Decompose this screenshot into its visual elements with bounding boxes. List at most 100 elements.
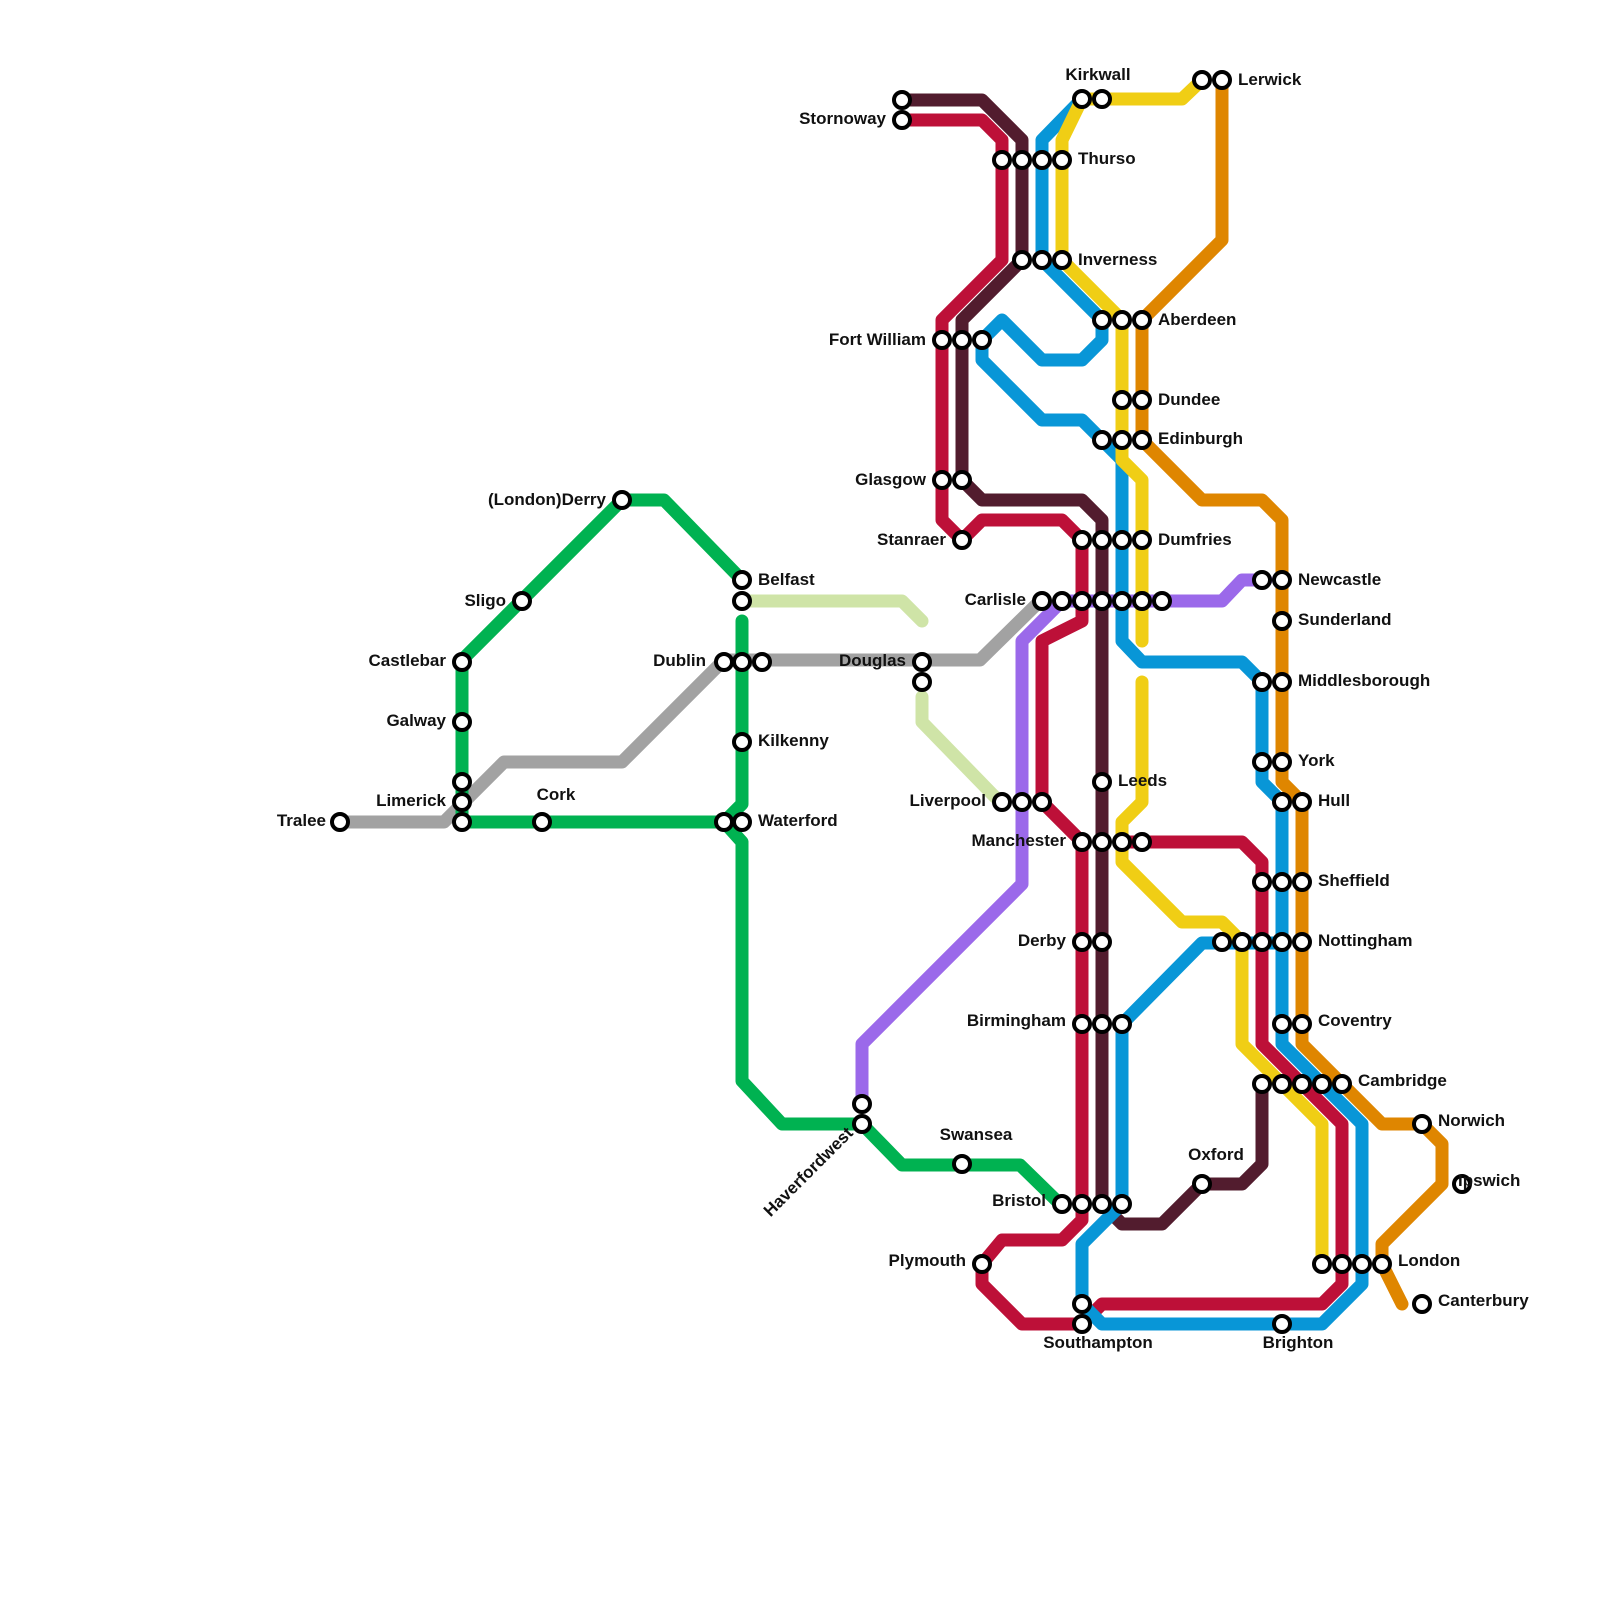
station-marker[interactable] [330, 812, 350, 832]
station-marker[interactable] [1092, 530, 1112, 550]
station-marker[interactable] [1052, 591, 1072, 611]
station-marker[interactable] [1292, 1074, 1312, 1094]
station-label-middlesborough[interactable]: Middlesborough [1298, 671, 1430, 690]
station-label-ipswich[interactable]: Ipswich [1458, 1171, 1520, 1190]
station-label-swansea[interactable]: Swansea [940, 1125, 1013, 1144]
station-label-york[interactable]: York [1298, 751, 1335, 770]
station-marker[interactable] [1272, 1014, 1292, 1034]
station-marker[interactable] [1012, 792, 1032, 812]
station-marker[interactable] [452, 812, 472, 832]
station-marker[interactable] [1132, 430, 1152, 450]
station-marker[interactable] [952, 530, 972, 550]
station-marker[interactable] [1312, 1254, 1332, 1274]
station-marker[interactable] [1112, 430, 1132, 450]
station-label-stornoway[interactable]: Stornoway [799, 109, 886, 128]
station-label-cambridge[interactable]: Cambridge [1358, 1071, 1447, 1090]
station-marker[interactable] [1272, 570, 1292, 590]
station-marker[interactable] [1092, 1014, 1112, 1034]
station-label-sligo[interactable]: Sligo [464, 591, 506, 610]
station-marker[interactable] [1112, 530, 1132, 550]
station-marker[interactable] [1412, 1114, 1432, 1134]
station-label-stranraer[interactable]: Stanraer [877, 530, 946, 549]
station-marker[interactable] [1052, 250, 1072, 270]
station-marker[interactable] [1292, 932, 1312, 952]
station-marker[interactable] [1072, 1294, 1092, 1314]
station-marker[interactable] [1032, 150, 1052, 170]
station-marker[interactable] [732, 812, 752, 832]
station-marker[interactable] [952, 470, 972, 490]
station-marker[interactable] [1212, 932, 1232, 952]
station-marker[interactable] [1052, 1194, 1072, 1214]
station-marker[interactable] [1012, 250, 1032, 270]
station-marker[interactable] [1072, 1314, 1092, 1334]
station-label-coventry[interactable]: Coventry [1318, 1011, 1392, 1030]
station-marker[interactable] [752, 652, 772, 672]
station-marker[interactable] [892, 110, 912, 130]
station-marker[interactable] [1112, 390, 1132, 410]
station-label-derry[interactable]: (London)Derry [488, 490, 607, 509]
station-marker[interactable] [1312, 1074, 1332, 1094]
station-label-cork[interactable]: Cork [537, 785, 576, 804]
station-marker[interactable] [1072, 591, 1092, 611]
station-marker[interactable] [1032, 250, 1052, 270]
station-label-inverness[interactable]: Inverness [1078, 250, 1157, 269]
station-marker[interactable] [1092, 832, 1112, 852]
station-label-oxford[interactable]: Oxford [1188, 1145, 1244, 1164]
station-marker[interactable] [1372, 1254, 1392, 1274]
station-label-edinburgh[interactable]: Edinburgh [1158, 429, 1243, 448]
station-marker[interactable] [732, 570, 752, 590]
station-marker[interactable] [1012, 150, 1032, 170]
station-marker[interactable] [732, 591, 752, 611]
station-marker[interactable] [512, 591, 532, 611]
station-label-dundee[interactable]: Dundee [1158, 390, 1220, 409]
station-label-galway[interactable]: Galway [386, 711, 446, 730]
station-marker[interactable] [1072, 89, 1092, 109]
station-marker[interactable] [732, 652, 752, 672]
station-marker[interactable] [1352, 1254, 1372, 1274]
station-label-haverfordwest[interactable]: Haverfordwest [760, 1123, 857, 1220]
station-label-carlisle[interactable]: Carlisle [965, 590, 1026, 609]
station-label-london[interactable]: London [1398, 1251, 1460, 1270]
station-marker[interactable] [732, 732, 752, 752]
station-marker[interactable] [1092, 310, 1112, 330]
station-marker[interactable] [1072, 932, 1092, 952]
station-marker[interactable] [992, 792, 1012, 812]
station-marker[interactable] [452, 792, 472, 812]
station-label-castlebar[interactable]: Castlebar [369, 651, 447, 670]
station-marker[interactable] [714, 812, 734, 832]
station-marker[interactable] [912, 652, 932, 672]
station-label-thurso[interactable]: Thurso [1078, 149, 1136, 168]
station-marker[interactable] [1132, 591, 1152, 611]
station-label-dumfries[interactable]: Dumfries [1158, 530, 1232, 549]
station-label-norwich[interactable]: Norwich [1438, 1111, 1505, 1130]
station-label-sunderland[interactable]: Sunderland [1298, 610, 1392, 629]
station-marker[interactable] [1452, 1174, 1472, 1194]
station-marker[interactable] [1212, 70, 1232, 90]
station-label-derby[interactable]: Derby [1018, 931, 1067, 950]
station-marker[interactable] [1292, 792, 1312, 812]
station-marker[interactable] [1072, 1194, 1092, 1214]
station-marker[interactable] [892, 90, 912, 110]
station-marker[interactable] [912, 672, 932, 692]
station-marker[interactable] [1252, 932, 1272, 952]
station-marker[interactable] [1272, 1314, 1292, 1334]
station-marker[interactable] [1272, 1074, 1292, 1094]
station-marker[interactable] [452, 652, 472, 672]
station-marker[interactable] [852, 1094, 872, 1114]
station-label-bristol[interactable]: Bristol [992, 1191, 1046, 1210]
station-marker[interactable] [1272, 672, 1292, 692]
station-marker[interactable] [932, 470, 952, 490]
station-marker[interactable] [952, 1154, 972, 1174]
station-marker[interactable] [1112, 310, 1132, 330]
station-marker[interactable] [532, 812, 552, 832]
station-label-aberdeen[interactable]: Aberdeen [1158, 310, 1236, 329]
station-label-belfast[interactable]: Belfast [758, 570, 815, 589]
station-label-plymouth[interactable]: Plymouth [889, 1251, 966, 1270]
station-marker[interactable] [1092, 89, 1112, 109]
station-marker[interactable] [1332, 1074, 1352, 1094]
station-marker[interactable] [1292, 872, 1312, 892]
station-marker[interactable] [952, 330, 972, 350]
station-marker[interactable] [452, 712, 472, 732]
station-label-hull[interactable]: Hull [1318, 791, 1350, 810]
station-marker[interactable] [1332, 1254, 1352, 1274]
